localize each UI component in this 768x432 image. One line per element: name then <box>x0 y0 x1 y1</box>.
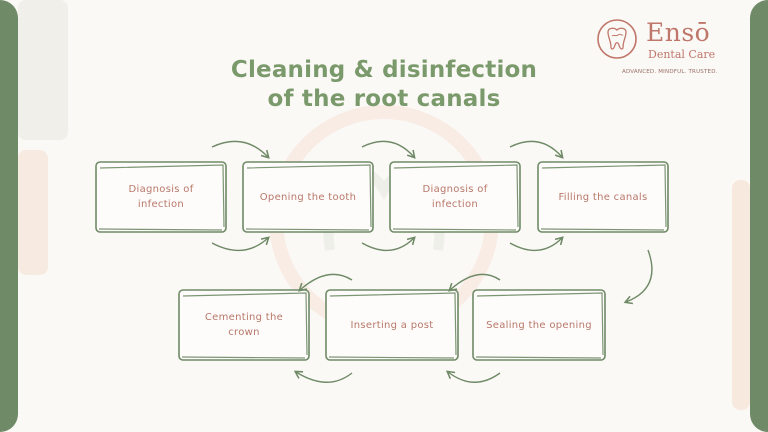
flow-arrow <box>623 249 653 305</box>
step-label: Cementing the crown <box>204 312 284 338</box>
flow-arrow <box>448 273 501 292</box>
left-decorative-band <box>0 0 18 432</box>
brand-tagline: ADVANCED. MINDFUL. TRUSTED. <box>622 69 718 75</box>
brand-logo: Ensō Dental Care ADVANCED. MINDFUL. TRUS… <box>596 18 736 80</box>
flow-arrow <box>509 140 564 159</box>
step-box-sketch <box>98 164 225 231</box>
step-box <box>95 161 227 233</box>
step-box-sketch <box>475 292 604 359</box>
step-box <box>178 289 310 361</box>
step-box-sketch <box>245 164 372 231</box>
flow-arrow <box>298 273 353 292</box>
flow-arrow <box>361 236 416 251</box>
brand-subtitle: Dental Care <box>648 48 716 61</box>
background-wash <box>18 0 68 140</box>
flow-arrow <box>211 140 270 159</box>
flow-arrow <box>445 370 501 383</box>
background-wash <box>18 150 48 275</box>
right-decorative-band <box>750 0 768 432</box>
flow-arrow <box>293 370 353 383</box>
background-wash <box>732 180 750 410</box>
brand-name: Ensō <box>646 18 711 47</box>
step-box <box>537 161 669 233</box>
step-label: Inserting a post <box>350 319 434 331</box>
step-box <box>242 161 374 233</box>
step-label: Diagnosis of infection <box>128 184 194 210</box>
step-label: Diagnosis of infection <box>422 184 488 210</box>
step-box <box>325 289 459 361</box>
step-label: Opening the tooth <box>259 191 357 203</box>
title-line-2: of the root canals <box>267 86 501 112</box>
step-box-sketch <box>181 292 308 359</box>
flow-arrow <box>509 236 564 251</box>
title-line-1: Cleaning & disinfection <box>230 57 538 83</box>
step-box <box>389 161 521 233</box>
step-box-sketch <box>540 164 667 231</box>
step-box-sketch <box>392 164 519 231</box>
step-label: Sealing the opening <box>486 319 592 331</box>
flow-arrow <box>361 140 416 159</box>
step-box-sketch <box>328 292 457 359</box>
step-box <box>472 289 606 361</box>
page-title: Cleaning & disinfection of the root cana… <box>0 56 768 114</box>
tooth-logo-icon <box>597 19 637 59</box>
step-label: Filling the canals <box>558 191 648 203</box>
flow-arrow <box>211 236 270 252</box>
